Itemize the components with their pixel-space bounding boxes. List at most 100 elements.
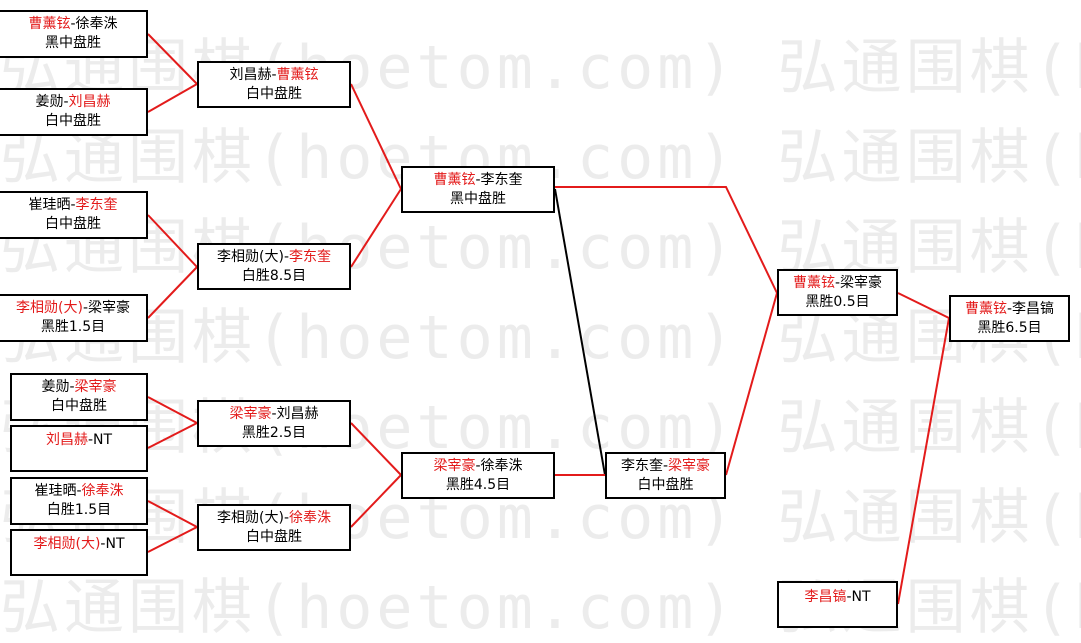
player-2: 李东奎 bbox=[480, 171, 523, 188]
match-box-r1-2: 姜勋-刘昌赫 白中盘胜 bbox=[0, 88, 148, 136]
player-1: 李昌镐 bbox=[804, 589, 847, 605]
player-2: 梁宰豪 bbox=[88, 300, 130, 316]
bracket-line bbox=[555, 186, 778, 294]
player-2: 梁宰豪 bbox=[840, 274, 883, 291]
match-result: 黑胜2.5目 bbox=[241, 424, 307, 441]
player-2: 刘昌赫 bbox=[276, 405, 319, 422]
player-1: 李相勋(大) bbox=[33, 536, 101, 552]
match-box-r5-2: 李昌镐-NT bbox=[777, 581, 898, 628]
player-2: 李昌镐 bbox=[1012, 300, 1055, 317]
match-players: 曹薰铉-徐奉洙 bbox=[28, 15, 117, 34]
bracket-line bbox=[147, 214, 198, 268]
match-box-r3-1: 曹薰铉-李东奎 黑中盘胜 bbox=[401, 166, 555, 213]
player-1: 曹薰铉 bbox=[28, 16, 71, 32]
player-2: NT bbox=[851, 589, 871, 605]
bracket-line bbox=[147, 83, 198, 113]
match-result: 白中盘胜 bbox=[45, 113, 101, 129]
match-players: 李相勋(大)-NT bbox=[33, 535, 124, 554]
separator: - bbox=[283, 248, 289, 265]
bracket-line bbox=[350, 188, 402, 268]
match-result: 黑胜6.5目 bbox=[977, 319, 1042, 336]
match-players: 李东奎-梁宰豪 bbox=[621, 457, 710, 476]
separator: - bbox=[70, 16, 76, 32]
separator: - bbox=[100, 536, 106, 552]
player-2: 徐奉洙 bbox=[75, 16, 118, 32]
match-result: 白中盘胜 bbox=[45, 216, 101, 232]
match-players: 姜勋-梁宰豪 bbox=[41, 378, 116, 397]
match-result: 黑中盘胜 bbox=[450, 190, 506, 207]
bracket-line bbox=[147, 500, 198, 528]
match-box-r2-2: 李相勋(大)-李东奎 白胜8.5目 bbox=[197, 243, 351, 290]
match-box-r3-2: 梁宰豪-徐奉洙 黑胜4.5目 bbox=[401, 452, 555, 499]
match-box-r2-3: 梁宰豪-刘昌赫 黑胜2.5目 bbox=[197, 400, 351, 447]
match-box-r4-1: 李东奎-梁宰豪 白中盘胜 bbox=[605, 452, 726, 499]
player-2: 徐奉洙 bbox=[480, 457, 523, 474]
match-players: 姜勋-刘昌赫 bbox=[35, 93, 110, 112]
player-2: 刘昌赫 bbox=[68, 94, 111, 110]
player-1: 姜勋 bbox=[35, 94, 64, 110]
separator: - bbox=[662, 457, 669, 474]
match-players: 李相勋(大)-李东奎 bbox=[217, 248, 331, 267]
bracket-line bbox=[147, 396, 198, 424]
match-result: 白中盘胜 bbox=[637, 476, 694, 493]
separator: - bbox=[63, 94, 69, 110]
player-2: 李东奎 bbox=[289, 248, 331, 265]
separator: - bbox=[271, 66, 277, 83]
match-box-r1-4: 李相勋(大)-梁宰豪 黑胜1.5目 bbox=[0, 294, 148, 342]
bracket-line bbox=[350, 83, 402, 190]
bracket-line bbox=[897, 317, 950, 605]
player-2: 徐奉洙 bbox=[81, 483, 124, 499]
separator: - bbox=[475, 457, 481, 474]
player-2: 曹薰铉 bbox=[276, 66, 319, 83]
match-players: 曹薰铉-李昌镐 bbox=[965, 300, 1054, 319]
bracket-line bbox=[147, 422, 198, 449]
match-result: 白中盘胜 bbox=[246, 85, 302, 102]
player-1: 崔珪晒 bbox=[34, 483, 77, 499]
match-players: 梁宰豪-徐奉洙 bbox=[433, 457, 522, 476]
separator: - bbox=[271, 405, 277, 422]
separator: - bbox=[87, 432, 94, 448]
player-2: 徐奉洙 bbox=[289, 509, 331, 526]
match-box-final: 曹薰铉-李昌镐 黑胜6.5目 bbox=[949, 295, 1070, 342]
player-2: NT bbox=[105, 536, 125, 552]
match-players: 曹薰铉-李东奎 bbox=[433, 171, 522, 190]
bracket-line bbox=[350, 422, 402, 476]
player-1: 梁宰豪 bbox=[229, 405, 272, 422]
match-players: 刘昌赫-NT bbox=[46, 431, 112, 450]
match-players: 崔珪晒-李东奎 bbox=[28, 196, 117, 215]
match-box-r1-1: 曹薰铉-徐奉洙 黑中盘胜 bbox=[0, 10, 148, 58]
player-1: 刘昌赫 bbox=[229, 66, 272, 83]
player-2: 梁宰豪 bbox=[668, 457, 711, 474]
match-players: 李昌镐-NT bbox=[804, 588, 870, 607]
player-1: 李相勋(大) bbox=[217, 248, 284, 265]
separator: - bbox=[1006, 300, 1013, 317]
separator: - bbox=[70, 197, 76, 213]
watermark-line: 弘通围棋(hoetom.com) 弘通围棋(hoetom.com) bbox=[0, 393, 1081, 463]
match-result: 黑胜0.5目 bbox=[805, 293, 870, 310]
player-1: 梁宰豪 bbox=[433, 457, 476, 474]
match-box-r5-1: 曹薰铉-梁宰豪 黑胜0.5目 bbox=[777, 269, 898, 316]
match-box-r2-1: 刘昌赫-曹薰铉 白中盘胜 bbox=[197, 61, 351, 108]
player-2: 梁宰豪 bbox=[74, 379, 117, 395]
separator: - bbox=[76, 483, 82, 499]
player-1: 李相勋(大) bbox=[217, 509, 284, 526]
match-result: 白中盘胜 bbox=[246, 528, 302, 545]
match-box-r2-4: 李相勋(大)-徐奉洙 白中盘胜 bbox=[197, 504, 351, 551]
bracket-line bbox=[350, 474, 402, 528]
player-1: 刘昌赫 bbox=[45, 432, 88, 448]
match-result: 黑胜1.5目 bbox=[40, 319, 106, 335]
match-box-r1-8: 李相勋(大)-NT bbox=[10, 529, 148, 576]
match-result: 白胜1.5目 bbox=[46, 502, 112, 518]
player-1: 崔珪晒 bbox=[28, 197, 71, 213]
player-1: 李相勋(大) bbox=[16, 300, 83, 316]
match-box-r1-6: 刘昌赫-NT bbox=[10, 425, 148, 472]
match-box-r1-7: 崔珪晒-徐奉洙 白胜1.5目 bbox=[10, 477, 148, 525]
match-players: 李相勋(大)-徐奉洙 bbox=[217, 509, 331, 528]
match-box-r1-5: 姜勋-梁宰豪 白中盘胜 bbox=[10, 373, 148, 421]
separator: - bbox=[475, 171, 481, 188]
separator: - bbox=[846, 589, 852, 605]
match-players: 刘昌赫-曹薰铉 bbox=[229, 66, 318, 85]
player-1: 曹薰铉 bbox=[433, 171, 476, 188]
separator: - bbox=[82, 300, 88, 316]
